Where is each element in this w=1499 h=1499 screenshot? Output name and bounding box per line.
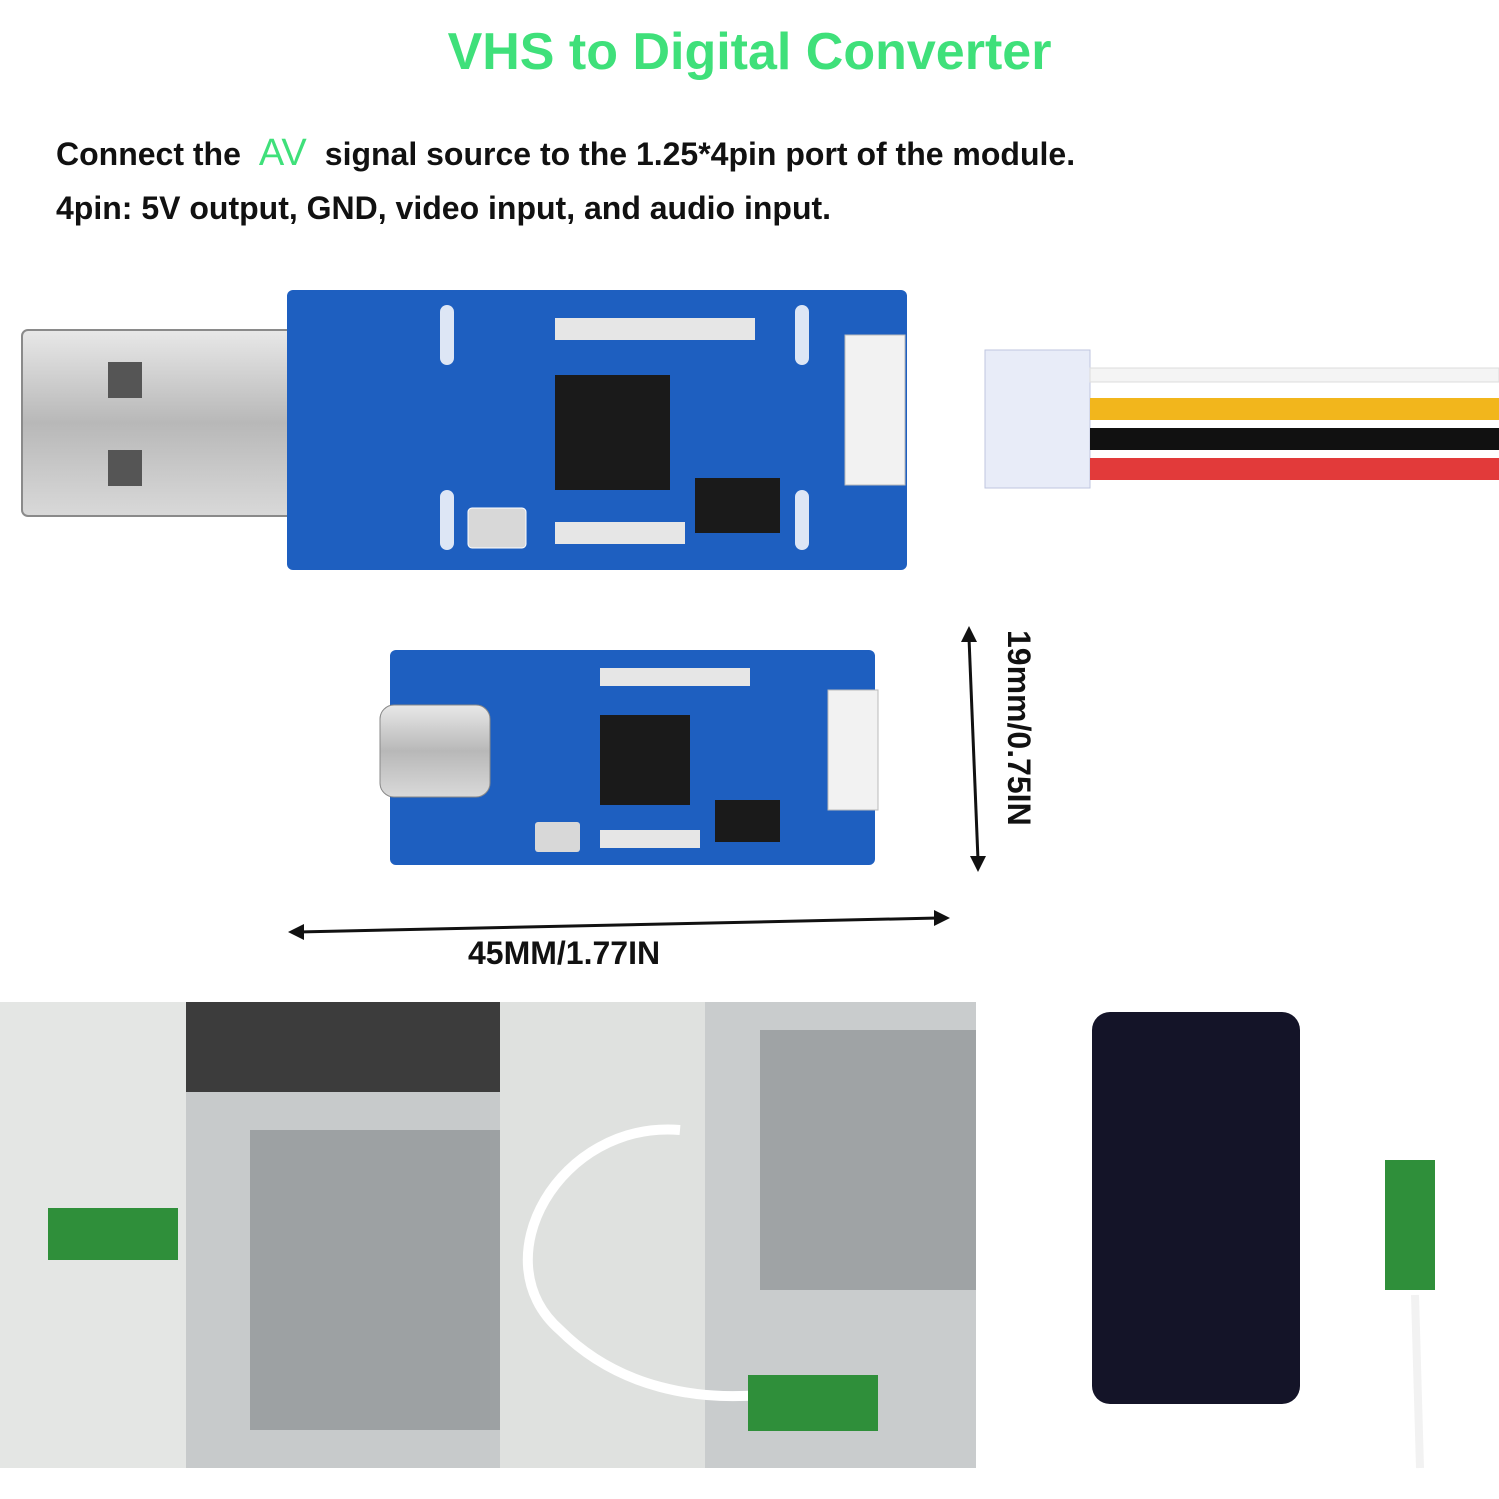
wire-yellow — [1090, 398, 1499, 420]
cable-plug — [984, 349, 1091, 489]
wire-black — [1090, 428, 1499, 450]
slot — [795, 305, 809, 365]
av-cable — [984, 349, 1499, 489]
instruction-text: Connect the — [56, 136, 241, 172]
photo-laptop-1 — [0, 1002, 500, 1468]
pin-row — [600, 830, 700, 848]
slot — [440, 490, 454, 550]
photo-laptop-2 — [500, 1002, 976, 1468]
instruction-line-2: 4pin: 5V output, GND, video input, and a… — [56, 190, 832, 226]
chip-soic — [715, 800, 780, 842]
instruction-text: signal source to the 1.25*4pin port of t… — [324, 136, 1076, 172]
width-arrow — [288, 910, 950, 940]
usb-a-slot — [108, 362, 142, 398]
photo-phone — [976, 1002, 1499, 1469]
page-title: VHS to Digital Converter — [447, 23, 1052, 81]
crystal — [535, 822, 580, 852]
wire-red — [1090, 458, 1499, 480]
pin-row — [600, 668, 750, 686]
white-cable — [1411, 1294, 1424, 1469]
crystal — [467, 507, 527, 549]
phone — [1092, 1012, 1300, 1404]
module-green — [48, 1208, 178, 1260]
chip-soic — [695, 478, 780, 533]
chip-qfp — [600, 715, 690, 805]
slot — [440, 305, 454, 365]
width-dimension-label: 45MM/1.77IN — [468, 935, 661, 971]
usb-c-module — [379, 650, 879, 865]
keyboard — [250, 1130, 500, 1430]
chip-qfp — [555, 375, 670, 490]
connector-4pin — [827, 689, 879, 811]
module-green — [1385, 1160, 1435, 1290]
instruction-line-1: Connect the AV signal source to the 1.25*4… — [56, 132, 1075, 175]
module-green — [748, 1375, 878, 1431]
keyboard — [760, 1030, 976, 1290]
height-arrow — [961, 626, 986, 872]
usb-c-port — [379, 704, 491, 798]
wire-white — [1089, 367, 1499, 383]
connector-4pin — [844, 334, 906, 486]
pin-row — [555, 522, 685, 544]
laptop-screen — [186, 1002, 500, 1092]
pin-row — [555, 318, 755, 340]
slot — [795, 490, 809, 550]
usb-a-slot — [108, 450, 142, 486]
height-dimension-label: 19mm/0.75IN — [1001, 630, 1037, 826]
usb-a-module — [21, 290, 907, 570]
white-cable — [522, 1124, 761, 1402]
av-highlight: AV — [258, 132, 307, 174]
